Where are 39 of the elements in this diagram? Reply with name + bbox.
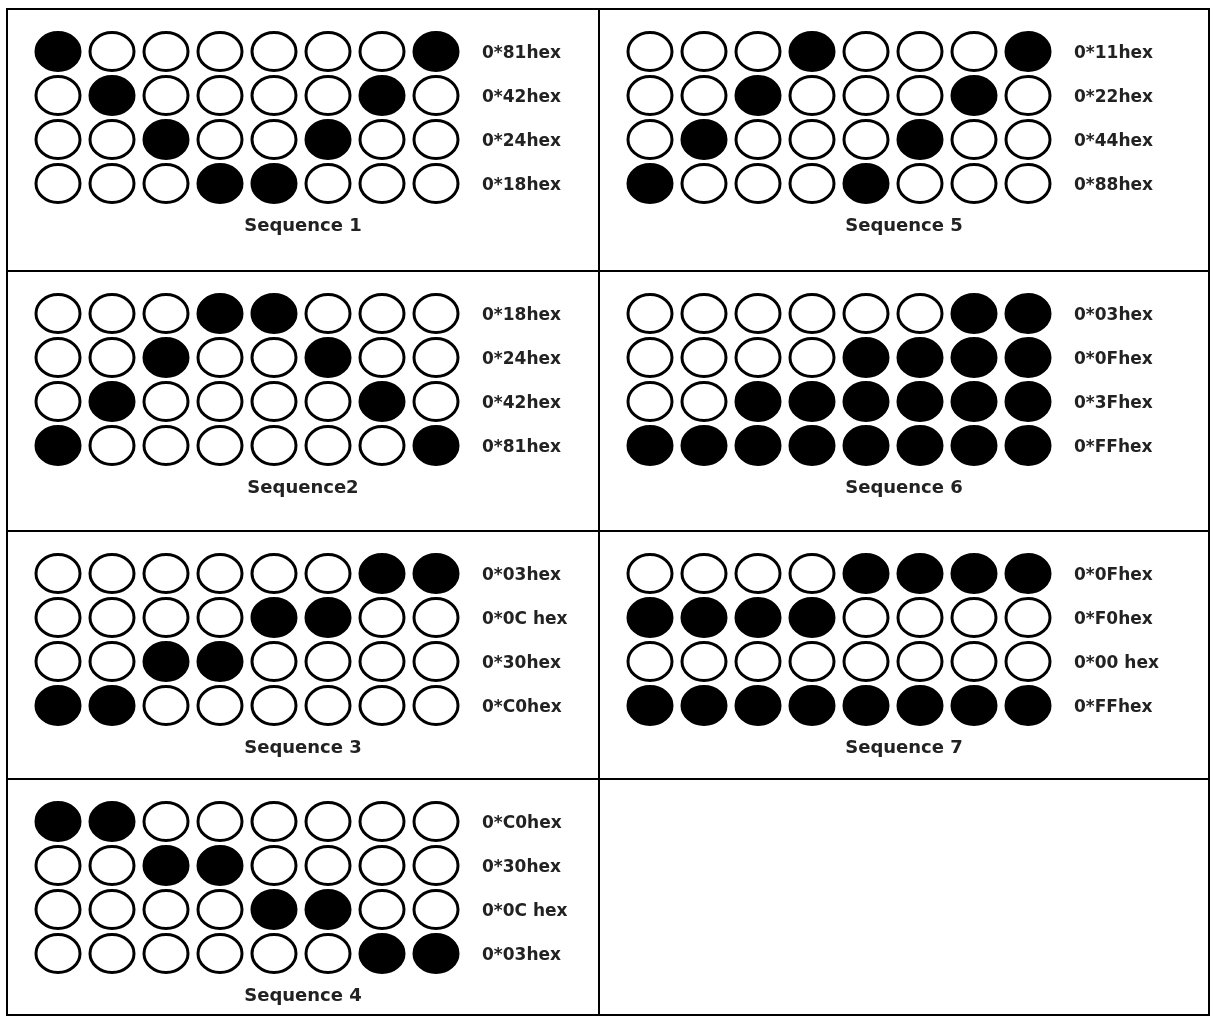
sequence-caption: Sequence 3 bbox=[243, 736, 363, 757]
hex-value-label: 0*24hex bbox=[482, 348, 561, 368]
hex-value-label: 0*42hex bbox=[482, 86, 561, 106]
hex-value-label: 0*42hex bbox=[482, 392, 561, 412]
hex-value-label: 0*03hex bbox=[1074, 304, 1153, 324]
pattern-panel bbox=[598, 778, 1210, 1016]
hex-value-label: 0*30hex bbox=[482, 856, 561, 876]
hex-value-label: 0*C0hex bbox=[482, 696, 562, 716]
hex-value-label: 0*18hex bbox=[482, 174, 561, 194]
hex-value-label: 0*FFhex bbox=[1074, 436, 1153, 456]
hex-value-label: 0*81hex bbox=[482, 42, 561, 62]
sequence-caption: Sequence 6 bbox=[844, 476, 964, 497]
hex-value-label: 0*FFhex bbox=[1074, 696, 1153, 716]
hex-value-label: 0*81hex bbox=[482, 436, 561, 456]
hex-value-label: 0*88hex bbox=[1074, 174, 1153, 194]
hex-value-label: 0*0Fhex bbox=[1074, 348, 1153, 368]
sequence-caption: Sequence 5 bbox=[844, 214, 964, 235]
pattern-panel bbox=[6, 8, 600, 272]
hex-value-label: 0*18hex bbox=[482, 304, 561, 324]
hex-value-label: 0*30hex bbox=[482, 652, 561, 672]
sequence-caption: Sequence2 bbox=[246, 476, 360, 497]
hex-value-label: 0*03hex bbox=[482, 564, 561, 584]
hex-value-label: 0*44hex bbox=[1074, 130, 1153, 150]
sequence-caption: Sequence 7 bbox=[844, 736, 964, 757]
hex-value-label: 0*C0hex bbox=[482, 812, 562, 832]
sequence-caption: Sequence 4 bbox=[243, 984, 363, 1005]
pattern-panel bbox=[598, 8, 1210, 272]
hex-value-label: 0*24hex bbox=[482, 130, 561, 150]
hex-value-label: 0*22hex bbox=[1074, 86, 1153, 106]
pattern-panel bbox=[6, 778, 600, 1016]
hex-value-label: 0*03hex bbox=[482, 944, 561, 964]
hex-value-label: 0*0Fhex bbox=[1074, 564, 1153, 584]
hex-value-label: 0*11hex bbox=[1074, 42, 1153, 62]
hex-value-label: 0*00 hex bbox=[1074, 652, 1159, 672]
hex-value-label: 0*3Fhex bbox=[1074, 392, 1153, 412]
hex-value-label: 0*0C hex bbox=[482, 608, 568, 628]
sequence-caption: Sequence 1 bbox=[243, 214, 363, 235]
hex-value-label: 0*0C hex bbox=[482, 900, 568, 920]
hex-value-label: 0*F0hex bbox=[1074, 608, 1153, 628]
